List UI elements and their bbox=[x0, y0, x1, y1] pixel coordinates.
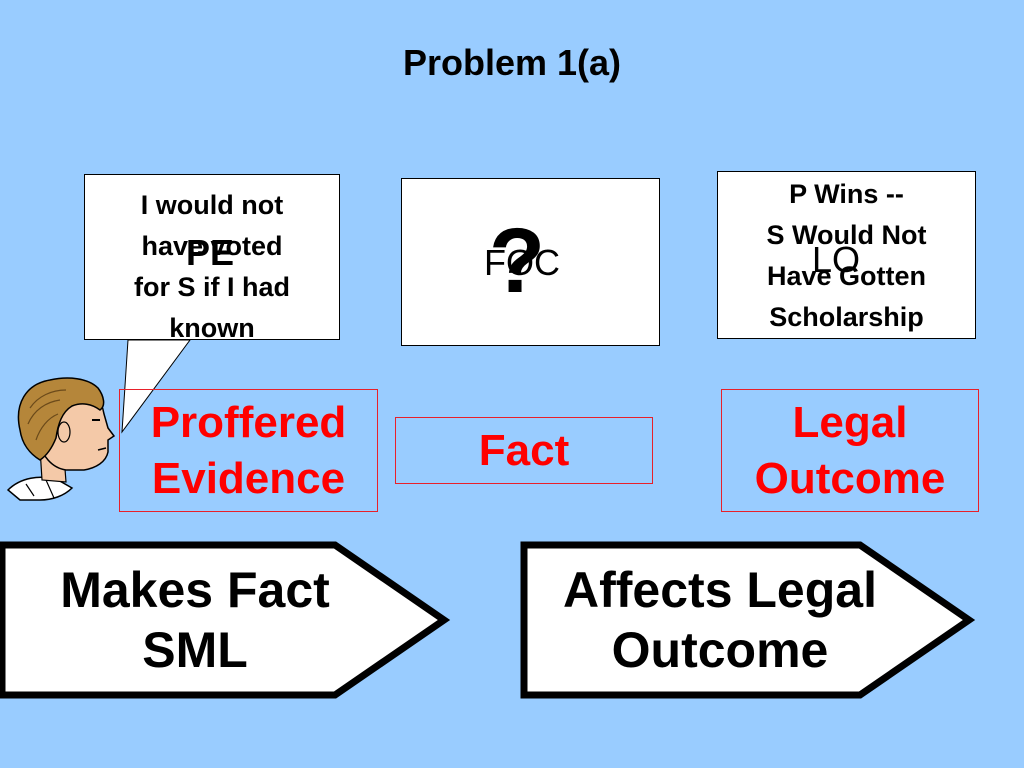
speech-line: I would not bbox=[140, 190, 284, 220]
left-arrow-line: Makes Fact bbox=[60, 562, 330, 618]
lo-label: LO bbox=[811, 239, 861, 280]
question-mark: ? bbox=[488, 210, 546, 312]
lo-line: S Would Not bbox=[766, 220, 927, 250]
speech-line: for S if I had bbox=[133, 272, 290, 302]
left-arrow-line: SML bbox=[142, 622, 248, 678]
right-arrow-line: Outcome bbox=[611, 622, 829, 678]
speech-text: I would not have voted for S if I had kn… bbox=[85, 185, 339, 349]
pe-label: PE bbox=[185, 232, 235, 273]
speech-bubble-tail bbox=[121, 339, 191, 434]
fact-label: Fact bbox=[478, 425, 570, 475]
left-arrow-text: Makes Fact SML bbox=[20, 560, 370, 680]
lo-text: P Wins -- S Would Not Have Gotten Schola… bbox=[718, 174, 975, 338]
lo-line: P Wins -- bbox=[789, 179, 904, 209]
lo-line: Scholarship bbox=[769, 302, 924, 332]
evidence-line: Evidence bbox=[151, 453, 346, 503]
proffered-line: Proffered bbox=[150, 397, 347, 447]
foc-box: FOC ? bbox=[401, 178, 660, 346]
lo-box: LO P Wins -- S Would Not Have Gotten Sch… bbox=[717, 171, 976, 339]
speech-line: have voted bbox=[141, 231, 283, 261]
foc-label: FOC bbox=[484, 242, 560, 283]
outcome-line: Outcome bbox=[754, 453, 946, 503]
right-arrow-line: Affects Legal bbox=[563, 562, 877, 618]
legal-line: Legal bbox=[792, 397, 908, 447]
right-arrow-shape bbox=[520, 541, 976, 699]
lo-line: Have Gotten bbox=[766, 261, 927, 291]
right-arrow-text: Affects Legal Outcome bbox=[530, 560, 910, 680]
page-title: Problem 1(a) bbox=[402, 42, 622, 83]
legal-outcome-box: Legal Outcome bbox=[721, 389, 979, 512]
speech-bubble-box: PE I would not have voted for S if I had… bbox=[84, 174, 340, 343]
fact-box: Fact bbox=[395, 417, 653, 484]
left-arrow-shape bbox=[0, 541, 451, 699]
speech-line: known bbox=[169, 313, 255, 343]
person-head-icon bbox=[6, 377, 116, 501]
proffered-evidence-box: Proffered Evidence bbox=[119, 389, 378, 512]
